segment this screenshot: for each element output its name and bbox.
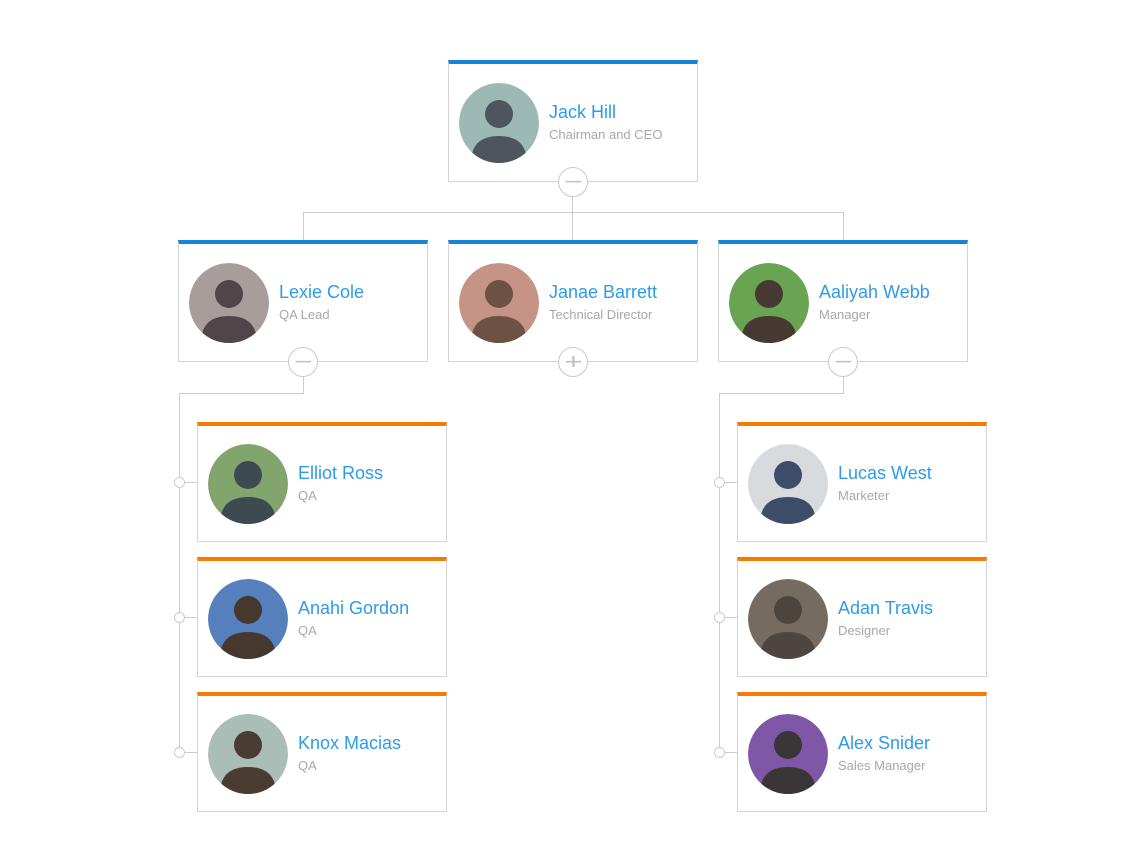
connector-line xyxy=(719,393,720,753)
node-info: Janae Barrett Technical Director xyxy=(549,281,658,322)
connector-junction-dot xyxy=(174,477,185,488)
connector-line xyxy=(843,212,844,241)
connector-line xyxy=(179,393,180,753)
person-title: QA xyxy=(298,757,317,773)
avatar-lucas-west xyxy=(748,443,828,524)
org-node-elliot-ross[interactable]: Elliot Ross QA xyxy=(197,422,447,542)
connector-line xyxy=(179,393,304,394)
person-title: Manager xyxy=(819,306,871,322)
person-name[interactable]: Knox Macias xyxy=(298,732,402,753)
node-info: Aaliyah Webb Manager xyxy=(819,281,930,322)
connector-junction-dot xyxy=(714,612,725,623)
org-node-jack-hill[interactable]: Jack Hill Chairman and CEO xyxy=(448,60,698,182)
person-title: Designer xyxy=(838,622,891,638)
collapse-glyph: − xyxy=(293,349,313,374)
avatar-image xyxy=(729,262,809,343)
collapse-button-lexie-cole[interactable]: − xyxy=(288,347,318,377)
collapse-button-aaliyah-webb[interactable]: − xyxy=(828,347,858,377)
avatar-adan-travis xyxy=(748,578,828,659)
node-info: Anahi Gordon QA xyxy=(298,597,410,638)
org-node-lexie-cole[interactable]: Lexie Cole QA Lead xyxy=(178,240,428,362)
connector-line xyxy=(303,212,304,241)
org-node-adan-travis[interactable]: Adan Travis Designer xyxy=(737,557,987,677)
person-title: Marketer xyxy=(838,487,890,503)
avatar-aaliyah-webb xyxy=(729,262,809,343)
person-title: Chairman and CEO xyxy=(549,126,663,142)
avatar-image xyxy=(748,713,828,794)
org-node-alex-snider[interactable]: Alex Snider Sales Manager xyxy=(737,692,987,812)
collapse-glyph: − xyxy=(833,349,853,374)
org-node-anahi-gordon[interactable]: Anahi Gordon QA xyxy=(197,557,447,677)
connector-line xyxy=(572,182,573,212)
person-title: QA Lead xyxy=(279,306,330,322)
node-info: Adan Travis Designer xyxy=(838,597,934,638)
org-node-aaliyah-webb[interactable]: Aaliyah Webb Manager xyxy=(718,240,968,362)
person-name[interactable]: Adan Travis xyxy=(838,597,934,618)
avatar-alex-snider xyxy=(748,713,828,794)
org-node-janae-barrett[interactable]: Janae Barrett Technical Director xyxy=(448,240,698,362)
connector-line xyxy=(719,617,738,618)
person-title: Technical Director xyxy=(549,306,653,322)
connector-line xyxy=(719,752,738,753)
connector-line xyxy=(843,362,844,393)
connector-line xyxy=(179,482,198,483)
avatar-knox-macias xyxy=(208,713,288,794)
node-info: Elliot Ross QA xyxy=(298,462,384,503)
avatar-elliot-ross xyxy=(208,443,288,524)
node-info: Knox Macias QA xyxy=(298,732,402,773)
avatar-image xyxy=(189,262,269,343)
avatar-jack-hill xyxy=(459,82,539,163)
avatar-image xyxy=(208,578,288,659)
connector-line xyxy=(179,617,198,618)
person-name[interactable]: Janae Barrett xyxy=(549,281,658,302)
avatar-image xyxy=(459,262,539,343)
person-name[interactable]: Elliot Ross xyxy=(298,462,384,483)
connector-line xyxy=(719,482,738,483)
connector-line xyxy=(303,212,844,213)
node-info: Alex Snider Sales Manager xyxy=(838,732,931,773)
connector-line xyxy=(179,752,198,753)
avatar-image xyxy=(459,82,539,163)
collapse-button-jack-hill[interactable]: − xyxy=(558,167,588,197)
person-title: QA xyxy=(298,622,317,638)
person-name[interactable]: Lucas West xyxy=(838,462,932,483)
connector-junction-dot xyxy=(714,747,725,758)
avatar-image xyxy=(208,713,288,794)
expand-button-janae-barrett[interactable]: + xyxy=(558,347,588,377)
node-info: Lucas West Marketer xyxy=(838,462,932,503)
org-node-knox-macias[interactable]: Knox Macias QA xyxy=(197,692,447,812)
avatar-anahi-gordon xyxy=(208,578,288,659)
avatar-image xyxy=(748,443,828,524)
person-name[interactable]: Jack Hill xyxy=(549,101,617,122)
avatar-image xyxy=(748,578,828,659)
node-info: Lexie Cole QA Lead xyxy=(279,281,365,322)
connector-junction-dot xyxy=(714,477,725,488)
person-name[interactable]: Anahi Gordon xyxy=(298,597,410,618)
connector-line xyxy=(303,362,304,393)
person-name[interactable]: Alex Snider xyxy=(838,732,931,753)
node-info: Jack Hill Chairman and CEO xyxy=(549,101,663,142)
person-title: Sales Manager xyxy=(838,757,926,773)
avatar-lexie-cole xyxy=(189,262,269,343)
connector-junction-dot xyxy=(174,747,185,758)
avatar-image xyxy=(208,443,288,524)
person-name[interactable]: Lexie Cole xyxy=(279,281,365,302)
person-name[interactable]: Aaliyah Webb xyxy=(819,281,930,302)
connector-line xyxy=(719,393,844,394)
expand-glyph: + xyxy=(563,349,583,374)
person-title: QA xyxy=(298,487,317,503)
collapse-glyph: − xyxy=(563,169,583,194)
connector-junction-dot xyxy=(174,612,185,623)
connector-line xyxy=(572,212,573,241)
org-node-lucas-west[interactable]: Lucas West Marketer xyxy=(737,422,987,542)
avatar-janae-barrett xyxy=(459,262,539,343)
